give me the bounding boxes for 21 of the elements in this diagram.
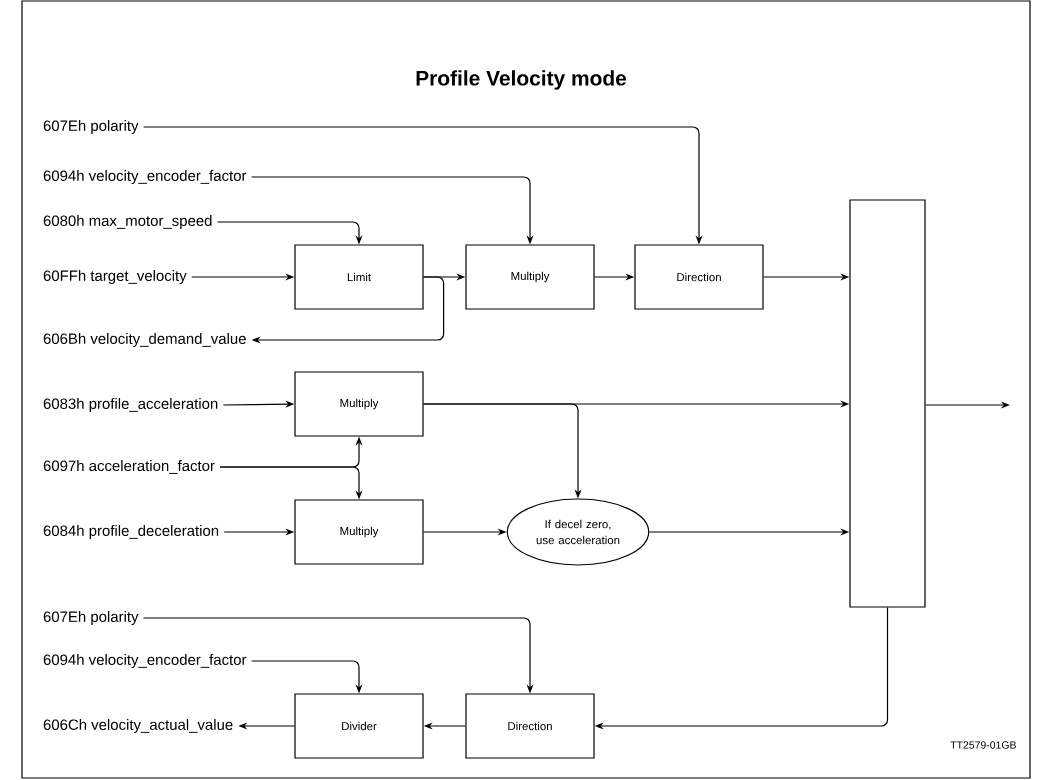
process-box: Divider (294, 693, 424, 759)
title: Profile Velocity mode (416, 70, 627, 90)
signal-label: 6084h profile_deceleration (43, 525, 219, 539)
signal-label: 6094h velocity_encoder_factor (43, 654, 247, 668)
process-box: Multiply (294, 371, 424, 437)
signal-label: 6083h profile_acceleration (43, 398, 218, 412)
signal-label: 606Ch velocity_actual_value (43, 719, 233, 733)
signal-label: 607Eh polarity (43, 611, 139, 625)
signal-label: 6080h max_motor_speed (43, 215, 212, 229)
figure-code: TT2579-01GB (950, 741, 1016, 749)
signal-label: 6097h acceleration_factor (43, 460, 215, 474)
signal-label: 6094h velocity_encoder_factor (43, 170, 247, 184)
process-box: Direction (465, 693, 595, 759)
block-box (849, 199, 926, 608)
signal-label: 606Bh velocity_demand_value (43, 333, 246, 347)
process-box: Direction (634, 244, 764, 310)
signal-label: 607Eh polarity (43, 120, 139, 134)
process-box: Multiply (465, 244, 595, 310)
signal-label: 60FFh target_velocity (43, 270, 187, 284)
process-box: Multiply (294, 499, 424, 565)
process-box: Limit (294, 244, 424, 310)
